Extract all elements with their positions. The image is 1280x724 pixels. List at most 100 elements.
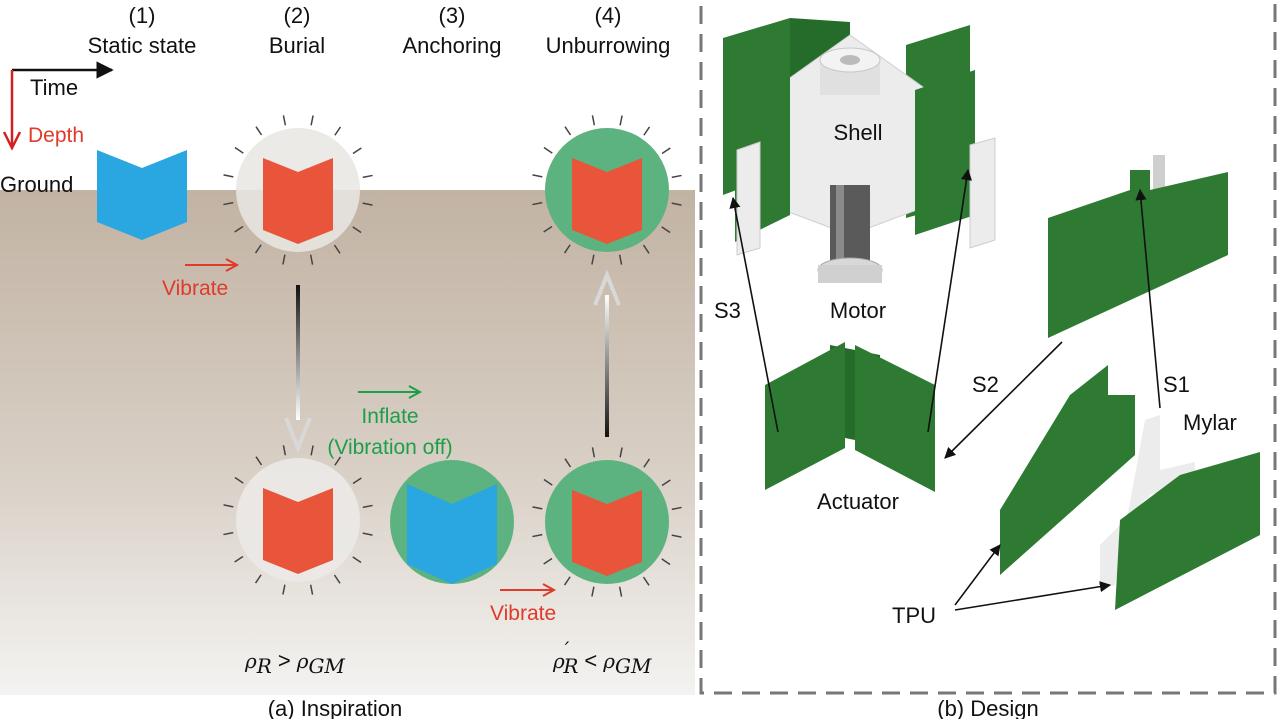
vibration-tick bbox=[563, 576, 571, 586]
vibration-tick bbox=[309, 254, 314, 265]
vibration-tick bbox=[643, 126, 651, 136]
vibration-tick bbox=[309, 584, 314, 595]
stage-name: Static state bbox=[88, 33, 197, 58]
stage-name: Burial bbox=[269, 33, 325, 58]
vibration-tick bbox=[543, 146, 553, 154]
robot-surfaced bbox=[545, 128, 669, 252]
vibration-tick bbox=[352, 556, 362, 564]
ground-label: Ground bbox=[0, 172, 73, 197]
robot-unburrow-start bbox=[545, 460, 669, 584]
vibration-tick bbox=[254, 574, 262, 584]
vibration-tick bbox=[671, 174, 682, 179]
vibration-tick bbox=[333, 244, 341, 254]
vibration-tick bbox=[282, 115, 287, 126]
tpu-arrow-left bbox=[954, 544, 1001, 606]
density-relation-left: ρR>ρGM bbox=[244, 648, 345, 678]
vibration-tick bbox=[591, 447, 596, 458]
robot-static-blue bbox=[97, 150, 187, 240]
vibration-tick bbox=[223, 174, 234, 178]
vibration-tick bbox=[234, 146, 244, 154]
vibration-off-label: (Vibration off) bbox=[327, 436, 452, 459]
vibration-tick bbox=[671, 202, 682, 206]
s1-label: S1 bbox=[1163, 372, 1190, 397]
inflate-arrowhead bbox=[408, 385, 423, 399]
vibration-tick bbox=[532, 174, 543, 178]
vibration-tick bbox=[282, 584, 286, 595]
vibration-tick bbox=[643, 458, 651, 468]
vibration-ticks-unburrow bbox=[532, 447, 682, 597]
vibration-tick bbox=[543, 557, 553, 565]
vibration-tick bbox=[255, 456, 263, 466]
vibration-tick bbox=[661, 226, 671, 234]
stage-number: (4) bbox=[595, 3, 622, 28]
tpu-label: TPU bbox=[892, 603, 936, 628]
vibration-tick bbox=[223, 504, 234, 508]
vibration-tick bbox=[618, 586, 623, 597]
vibration-tick bbox=[532, 201, 543, 206]
design-frame bbox=[699, 0, 1277, 695]
vibration-tick bbox=[642, 576, 650, 586]
vibration-tick bbox=[564, 126, 572, 136]
caption-design: (b) Design bbox=[937, 696, 1038, 719]
vibration-tick bbox=[532, 506, 543, 510]
depth-label: Depth bbox=[28, 124, 84, 147]
vibration-tick bbox=[591, 586, 595, 597]
vibration-tick bbox=[362, 504, 373, 509]
stage-number: (2) bbox=[284, 3, 311, 28]
vibration-tick bbox=[310, 115, 314, 126]
soil-region bbox=[0, 190, 695, 695]
vibration-tick bbox=[671, 506, 682, 511]
inflate-label: Inflate bbox=[361, 405, 418, 428]
descent-arrowhead bbox=[284, 417, 312, 454]
stage-name: Anchoring bbox=[402, 33, 501, 58]
vibration-ticks-buried bbox=[223, 445, 373, 595]
stage-header-3: (3) Anchoring bbox=[402, 3, 501, 58]
depth-arrowhead bbox=[2, 131, 22, 151]
s2-label: S2 bbox=[972, 372, 999, 397]
vibration-tick bbox=[362, 174, 373, 179]
inspiration-panel: (1) Static state (2) Burial (3) Anchorin… bbox=[0, 3, 695, 721]
vibration-tick bbox=[234, 225, 244, 233]
vibration-tick bbox=[282, 445, 287, 456]
s3-label: S3 bbox=[714, 298, 741, 323]
s3-arrow-right bbox=[927, 168, 973, 433]
vibrate-label-2: Vibrate bbox=[490, 602, 556, 625]
vibration-tick bbox=[661, 147, 671, 155]
caption-inspiration: (a) Inspiration bbox=[268, 696, 403, 719]
vibration-tick bbox=[563, 244, 571, 254]
descent-arrow bbox=[296, 285, 300, 420]
density-relation-right: ρ′R<ρGM bbox=[552, 637, 652, 678]
vibration-tick bbox=[334, 456, 342, 466]
vibration-tick bbox=[333, 574, 341, 584]
ascent-arrow bbox=[605, 295, 609, 437]
actuator-label: Actuator bbox=[817, 489, 899, 514]
vibration-tick bbox=[543, 478, 553, 486]
vibrate-label: Vibrate bbox=[162, 277, 228, 300]
robot-buried bbox=[236, 458, 360, 582]
vibration-tick bbox=[334, 126, 342, 136]
ascent-arrowhead bbox=[593, 269, 621, 306]
actuator-part bbox=[765, 342, 935, 492]
upper-actuator-panel bbox=[1048, 155, 1228, 338]
motor-label: Motor bbox=[830, 298, 886, 323]
vibration-ticks-surfaced bbox=[532, 115, 682, 265]
mylar-label: Mylar bbox=[1183, 410, 1237, 435]
vibration-tick bbox=[362, 202, 373, 206]
s3-arrow-left bbox=[729, 196, 779, 433]
vibration-tick bbox=[619, 447, 623, 458]
shell-label: Shell bbox=[834, 120, 883, 145]
vibration-tick bbox=[223, 531, 234, 536]
lower-actuator-assembly bbox=[1000, 365, 1260, 610]
vibration-tick bbox=[618, 254, 623, 265]
stage-header-1: (1) Static state bbox=[88, 3, 197, 58]
time-label: Time bbox=[30, 75, 78, 100]
s2-arrow bbox=[944, 341, 1063, 459]
stage-number: (1) bbox=[129, 3, 156, 28]
vibration-tick bbox=[591, 254, 595, 265]
vibration-tick bbox=[352, 147, 362, 155]
vibration-tick bbox=[310, 445, 314, 456]
vibration-tick bbox=[543, 225, 553, 233]
s1-arrow bbox=[1135, 188, 1161, 409]
